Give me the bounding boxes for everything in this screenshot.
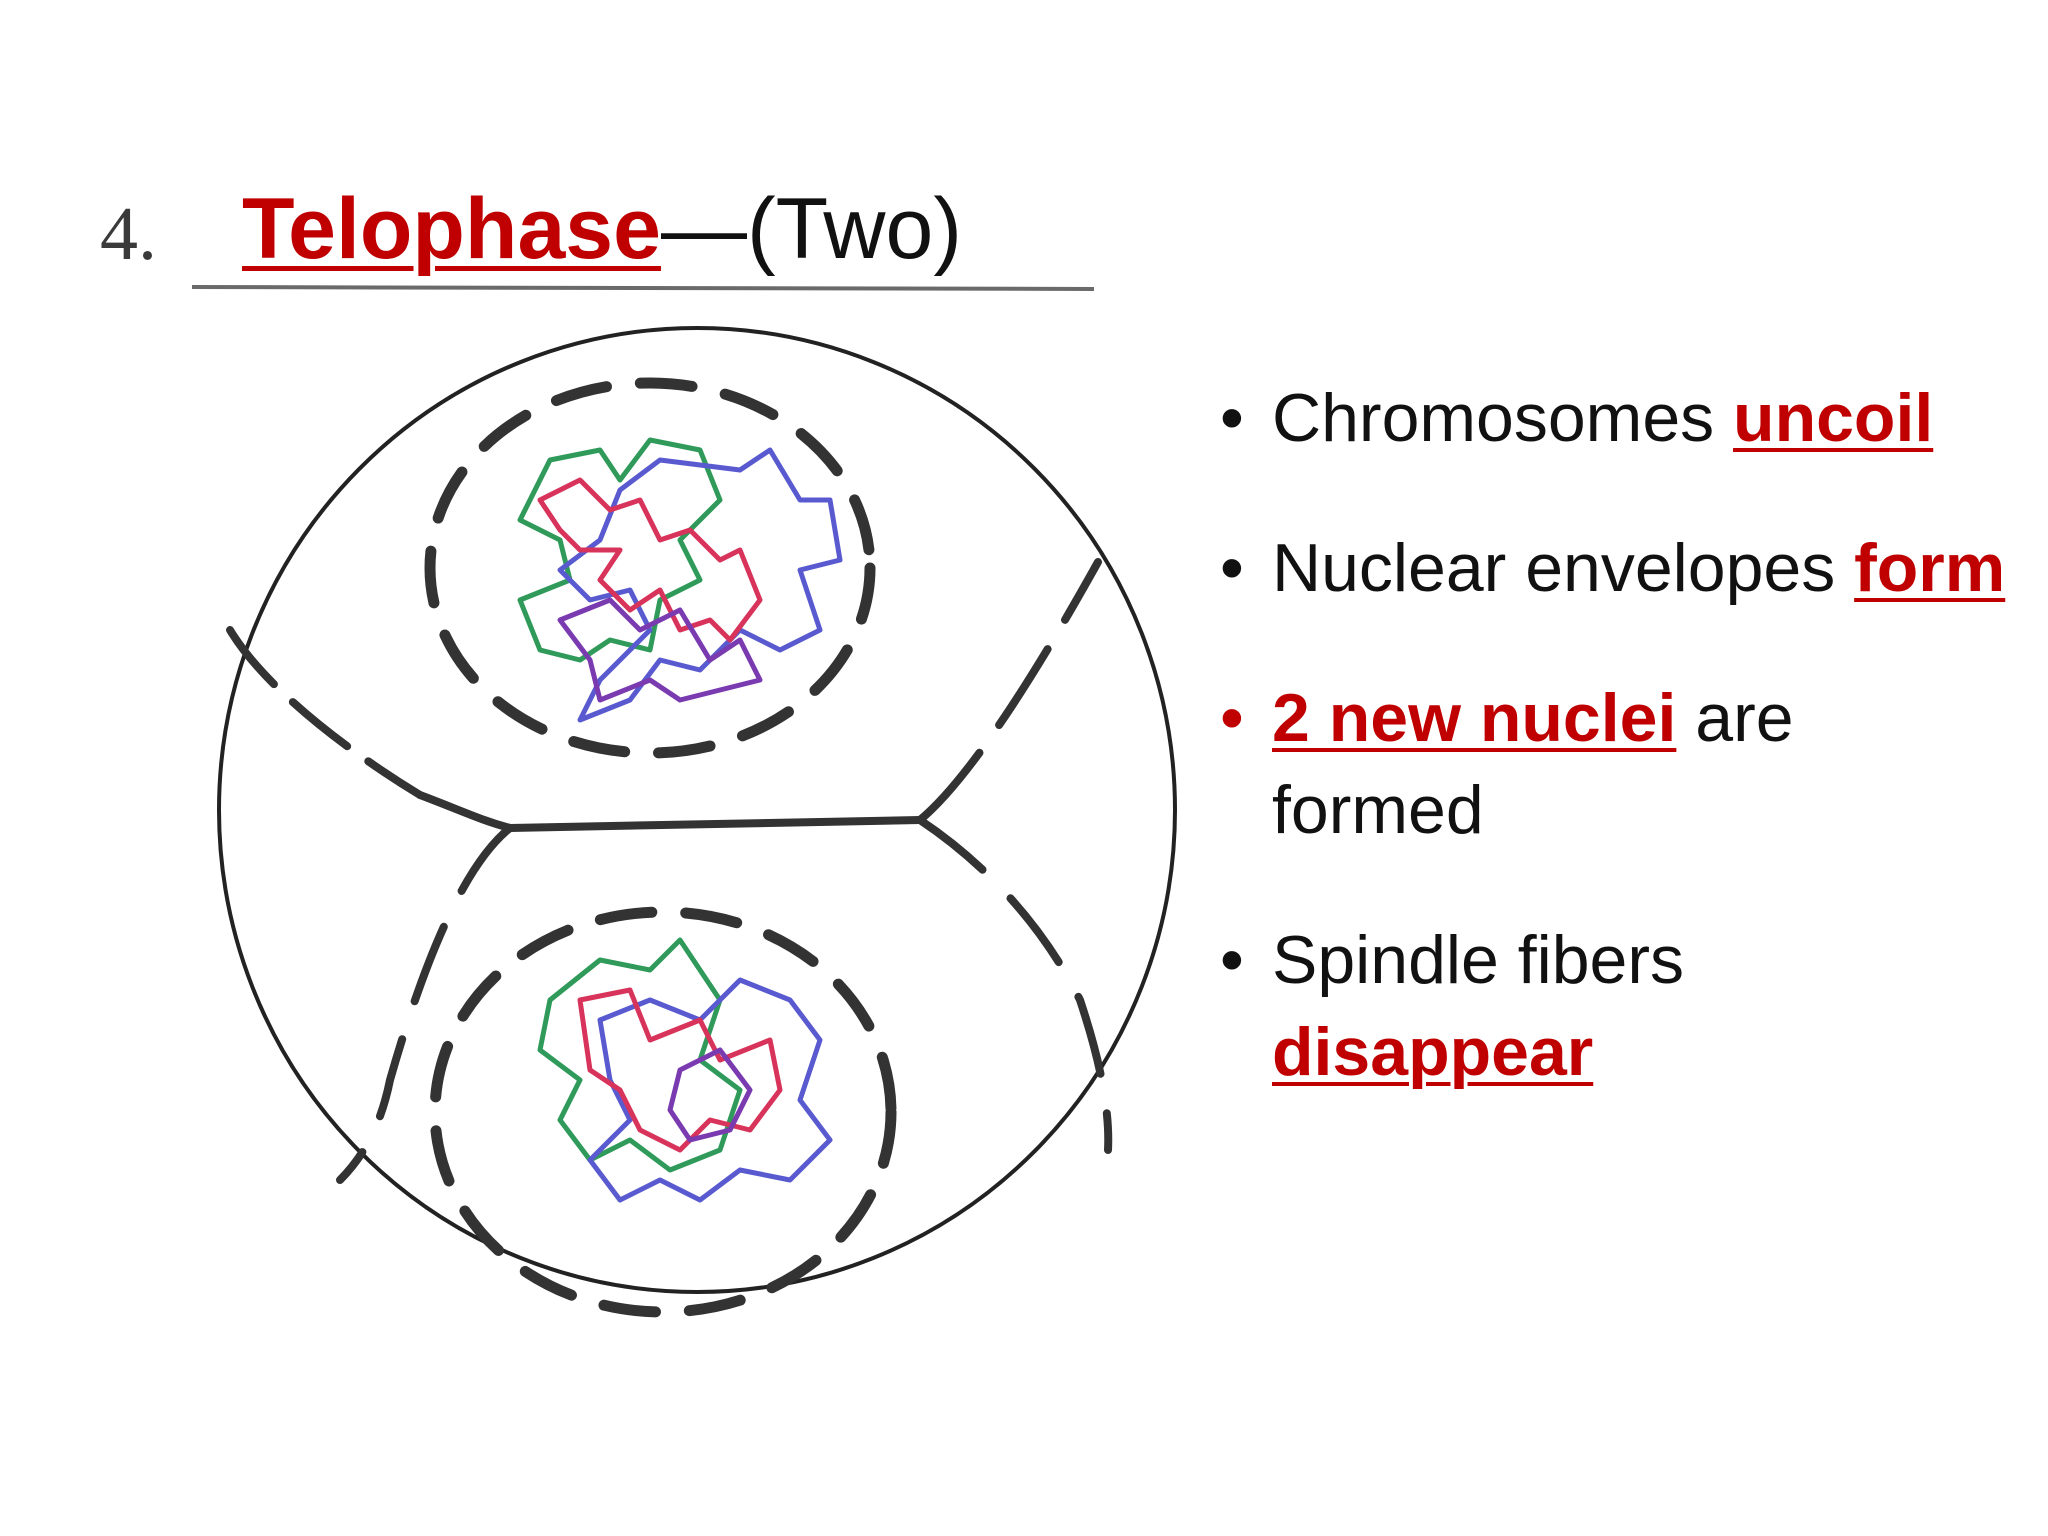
bullet-keyword: form <box>1854 530 2006 606</box>
bullet-text-after: are formed <box>1272 680 1794 848</box>
upper-chromatin <box>517 437 843 723</box>
title-term: Telophase <box>242 181 661 277</box>
bullet-item: • Nuclear envelopes form <box>1220 522 2020 614</box>
lower-chromatin <box>537 937 833 1203</box>
cleavage-furrow <box>226 558 1113 1184</box>
bullet-item: • 2 new nuclei are formed <box>1220 672 2020 856</box>
cell-membrane <box>217 326 1177 1294</box>
worksheet-answer-line <box>191 285 1095 291</box>
bullet-item: • Chromosomes uncoil <box>1220 372 2020 464</box>
bullet-dot: • <box>1220 530 1244 606</box>
title-suffix: —(Two) <box>660 181 962 277</box>
bullet-text: Spindle fibers <box>1272 922 1685 998</box>
telophase-cell-drawing <box>217 326 1177 1318</box>
bullet-keyword: 2 new nuclei <box>1272 680 1677 756</box>
upper-nuclear-envelope <box>424 377 876 759</box>
bullet-dot: • <box>1220 380 1244 456</box>
bullet-keyword: disappear <box>1272 1014 1594 1090</box>
bullet-list: • Chromosomes uncoil • Nuclear envelopes… <box>1220 372 2020 1156</box>
lower-nuclear-envelope <box>429 906 897 1318</box>
slide-title: Telophase—(Two) <box>242 186 962 272</box>
worksheet-number: 4. <box>100 192 157 276</box>
bullet-text: Nuclear envelopes <box>1272 530 1855 606</box>
bullet-dot: • <box>1220 680 1244 756</box>
bullet-item: • Spindle fibers disappear <box>1220 914 2020 1098</box>
bullet-dot: • <box>1220 922 1244 998</box>
bullet-text: Chromosomes <box>1272 380 1734 456</box>
bullet-keyword: uncoil <box>1733 380 1934 456</box>
